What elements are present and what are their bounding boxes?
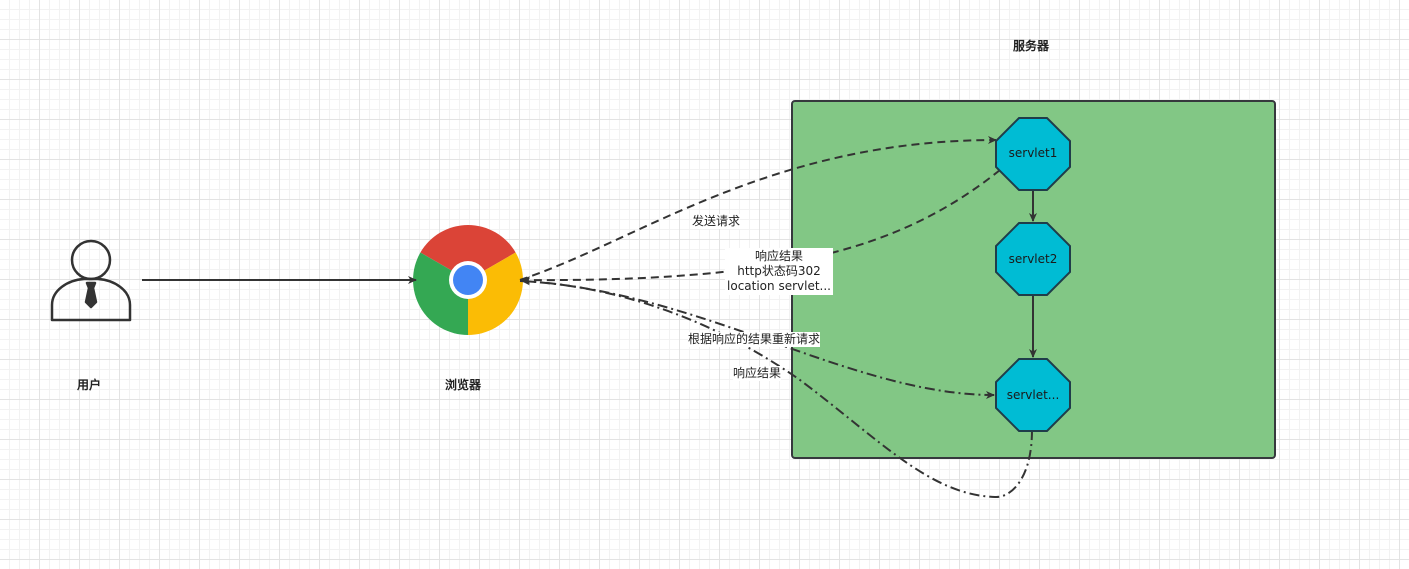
server-title: 服务器: [1013, 39, 1050, 53]
redirect-response-line1: 响应结果: [754, 249, 803, 263]
servlet2-node[interactable]: [995, 222, 1071, 296]
edge-send-request[interactable]: [519, 136, 997, 281]
browser-label: 浏览器: [445, 378, 482, 392]
edge-re-request[interactable]: [519, 280, 995, 399]
servlet3-label: servlet...: [1006, 388, 1060, 402]
redirect-response-line3: location servlet...: [727, 279, 831, 293]
redirect-response-label: 响应结果 http状态码302 location servlet...: [725, 248, 833, 295]
re-request-label: 根据响应的结果重新请求: [688, 332, 821, 347]
servlet3-node[interactable]: [995, 358, 1071, 432]
user-label: 用户: [77, 378, 102, 392]
edge-final-response[interactable]: [521, 277, 1033, 499]
final-response-label: 响应结果: [733, 366, 782, 381]
servlet1-node[interactable]: [995, 117, 1071, 191]
servlet1-label: servlet1: [1008, 146, 1058, 160]
chrome-browser-icon[interactable]: [413, 225, 523, 335]
send-request-label: 发送请求: [692, 214, 741, 229]
servlet2-label: servlet2: [1008, 252, 1058, 266]
redirect-response-line2: http状态码302: [737, 264, 821, 278]
person-with-tie-icon[interactable]: [50, 239, 132, 322]
